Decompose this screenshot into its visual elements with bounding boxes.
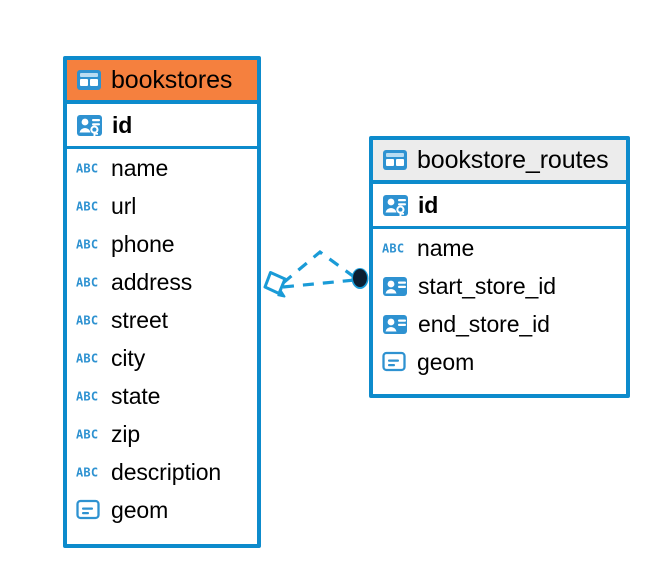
abc-text-icon: ABC xyxy=(76,313,102,328)
geometry-icon xyxy=(382,351,408,373)
geometry-icon xyxy=(76,499,102,521)
field-row-phone[interactable]: ABC phone xyxy=(67,225,257,263)
foreign-key-icon xyxy=(382,273,409,300)
table-title: bookstores xyxy=(111,65,233,94)
abc-text-icon: ABC xyxy=(76,465,102,480)
field-name: state xyxy=(111,382,161,409)
field-name: street xyxy=(111,306,168,333)
connector-upper-dashed-line xyxy=(281,249,358,285)
abc-text-icon: ABC xyxy=(76,237,102,252)
svg-text:ABC: ABC xyxy=(76,162,98,176)
table-icon xyxy=(382,147,408,173)
svg-text:ABC: ABC xyxy=(76,238,98,252)
field-name: geom xyxy=(111,496,169,523)
field-row-end-store-id[interactable]: end_store_id xyxy=(373,305,626,343)
field-name: name xyxy=(111,154,169,181)
svg-text:ABC: ABC xyxy=(76,314,98,328)
field-row-geom[interactable]: geom xyxy=(373,343,626,381)
table-bookstore-routes[interactable]: bookstore_routes id ABC xyxy=(369,136,630,398)
connector-target-circle-icon xyxy=(351,268,369,289)
field-row-id[interactable]: id xyxy=(373,184,626,229)
field-name: geom xyxy=(417,348,475,375)
field-name: zip xyxy=(111,420,141,447)
abc-text-icon: ABC xyxy=(76,161,102,176)
field-name: address xyxy=(111,268,193,295)
field-row-start-store-id[interactable]: start_store_id xyxy=(373,267,626,305)
foreign-key-icon xyxy=(382,311,409,338)
primary-key-icon xyxy=(76,112,103,139)
field-row-state[interactable]: ABC state xyxy=(67,377,257,415)
table-bookstores[interactable]: bookstores id ABC xyxy=(63,56,261,548)
field-name: city xyxy=(111,344,146,371)
field-name: phone xyxy=(111,230,175,257)
abc-text-icon: ABC xyxy=(76,427,102,442)
field-name: name xyxy=(417,234,475,261)
field-row-geom[interactable]: geom xyxy=(67,491,257,529)
field-row-description[interactable]: ABC description xyxy=(67,453,257,491)
field-name: id xyxy=(112,111,133,138)
svg-text:ABC: ABC xyxy=(76,390,98,404)
connector-lower-dashed-line xyxy=(282,278,356,289)
field-row-zip[interactable]: ABC zip xyxy=(67,415,257,453)
table-title: bookstore_routes xyxy=(417,145,609,174)
field-name: end_store_id xyxy=(418,310,550,337)
svg-text:ABC: ABC xyxy=(76,428,98,442)
svg-text:ABC: ABC xyxy=(382,242,404,256)
svg-text:ABC: ABC xyxy=(76,276,98,290)
field-name: url xyxy=(111,192,137,219)
svg-text:ABC: ABC xyxy=(76,200,98,214)
table-icon xyxy=(76,67,102,93)
field-row-name[interactable]: ABC name xyxy=(67,149,257,187)
abc-text-icon: ABC xyxy=(76,199,102,214)
field-row-city[interactable]: ABC city xyxy=(67,339,257,377)
abc-text-icon: ABC xyxy=(76,275,102,290)
connector-source-diamond-icon xyxy=(263,271,287,298)
abc-text-icon: ABC xyxy=(382,241,408,256)
svg-text:ABC: ABC xyxy=(76,466,98,480)
field-name: id xyxy=(418,191,439,218)
connector-lines xyxy=(281,249,358,289)
primary-key-icon xyxy=(382,192,409,219)
field-row-name[interactable]: ABC name xyxy=(373,229,626,267)
abc-text-icon: ABC xyxy=(76,351,102,366)
field-row-url[interactable]: ABC url xyxy=(67,187,257,225)
field-row-id[interactable]: id xyxy=(67,104,257,149)
field-name: start_store_id xyxy=(418,272,556,299)
svg-text:ABC: ABC xyxy=(76,352,98,366)
abc-text-icon: ABC xyxy=(76,389,102,404)
field-row-street[interactable]: ABC street xyxy=(67,301,257,339)
table-header-bookstore-routes[interactable]: bookstore_routes xyxy=(373,140,626,184)
field-name: description xyxy=(111,458,222,485)
table-header-bookstores[interactable]: bookstores xyxy=(67,60,257,104)
field-row-address[interactable]: ABC address xyxy=(67,263,257,301)
